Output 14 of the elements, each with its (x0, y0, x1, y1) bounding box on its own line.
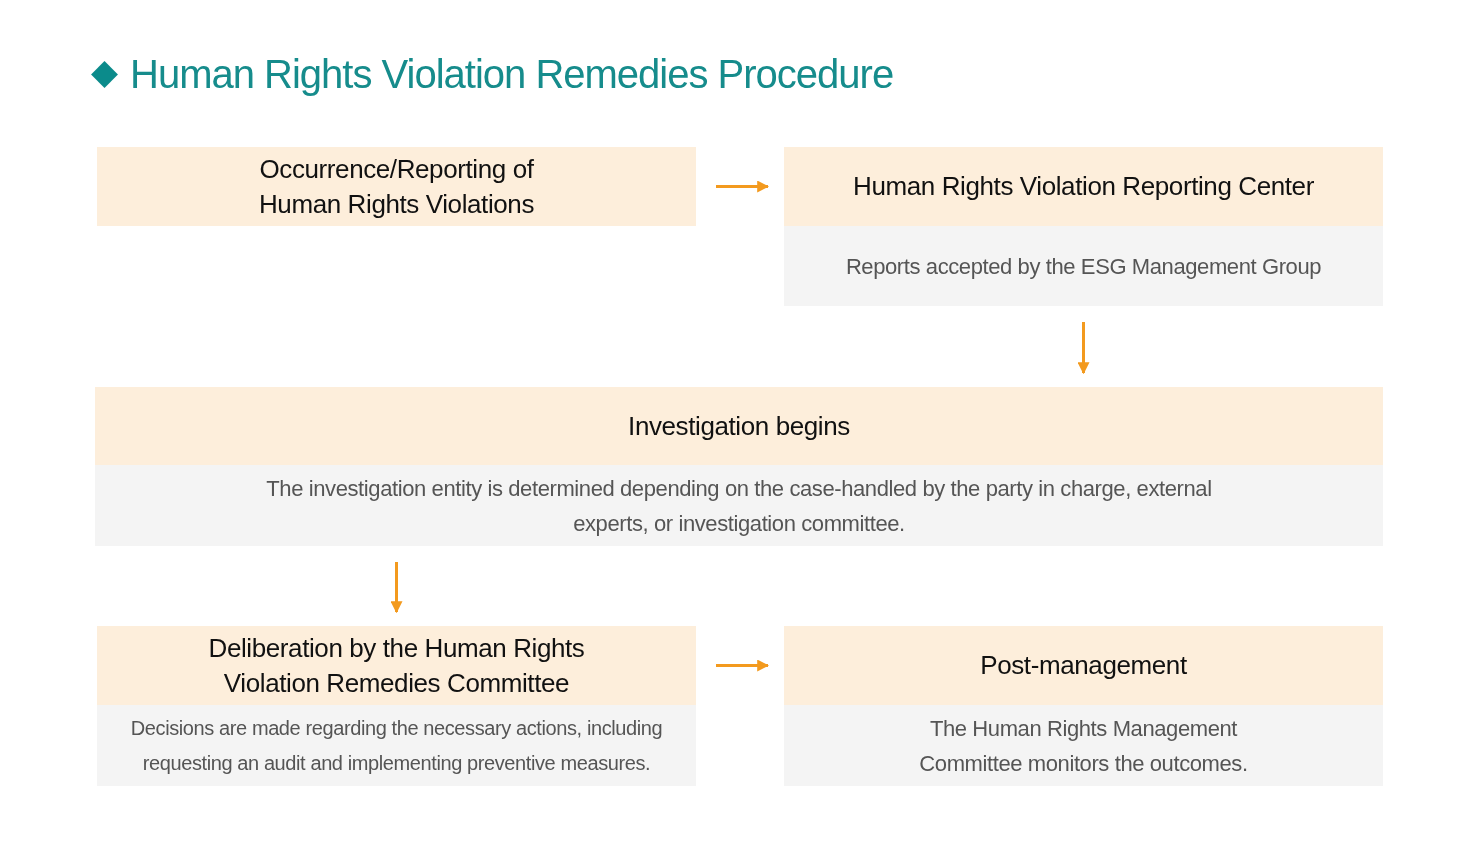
step-heading: Post-management (784, 626, 1383, 705)
arrow (716, 180, 770, 193)
step-description: Reports accepted by the ESG Management Group (784, 226, 1383, 306)
arrow (716, 659, 770, 672)
step-description: Decisions are made regarding the necessary actions, including requesting an audit and implementing preventive measures. (97, 705, 696, 786)
arrow (1077, 322, 1090, 375)
step-heading: Investigation begins (95, 387, 1383, 465)
step-description: The Human Rights Management Committee monitors the outcomes. (784, 705, 1383, 786)
step-heading: Deliberation by the Human Rights Violation Remedies Committee (97, 626, 696, 705)
title: Human Rights Violation Remedies Procedure (130, 52, 894, 97)
step-heading: Human Rights Violation Reporting Center (784, 147, 1383, 226)
arrow (390, 562, 403, 614)
step-heading: Occurrence/Reporting of Human Rights Violations (97, 147, 696, 226)
step-description: The investigation entity is determined depending on the case-handled by the party in charge, external experts, or investigation committee. (95, 465, 1383, 546)
